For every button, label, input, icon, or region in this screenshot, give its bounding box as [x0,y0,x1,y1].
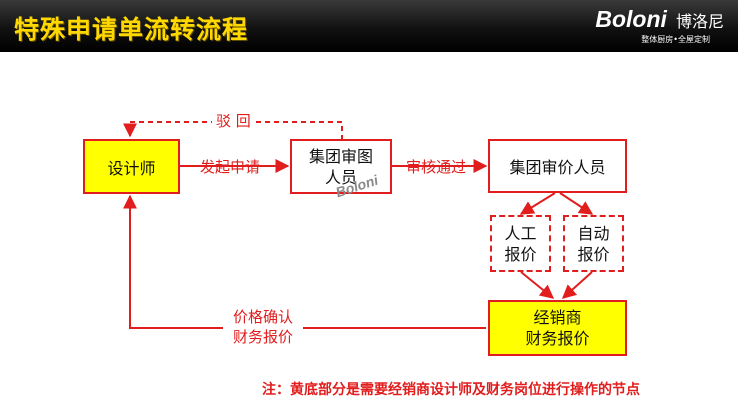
edge-label-reject: 驳 回 [212,110,255,131]
node-auto-quote: 自动 报价 [563,215,624,272]
node-group-price-reviewer: 集团审价人员 [488,139,627,193]
node-group-price-reviewer-label: 集团审价人员 [509,158,606,177]
node-designer-label: 设计师 [107,158,156,178]
node-manual-quote: 人工 报价 [490,215,551,272]
edge-label-approved: 审核通过 [406,158,467,176]
reject-arrow [123,121,343,140]
brand-logo-text: Boloni [595,6,667,32]
header-bar: 特殊申请单流转流程 Boloni 博洛尼 整体厨房•全屋定制 [0,0,738,52]
node-designer: 设计师 [83,139,180,194]
confirm-arrow [123,194,486,329]
to-manual-arrow [519,192,556,215]
node-manual-quote-label: 人工 报价 [504,223,537,264]
node-auto-quote-label: 自动 报价 [577,223,610,264]
node-group-drawing-reviewer: 集团审图 人员 [290,139,392,194]
edge-label-submit: 发起申请 [200,158,261,176]
auto-to-dealer-arrow [561,271,593,299]
manual-to-dealer-arrow [520,271,555,299]
page-title: 特殊申请单流转流程 [14,15,249,44]
brand-logo: Boloni 博洛尼 整体厨房•全屋定制 [595,6,724,45]
node-group-drawing-reviewer-label: 集团审图 人员 [308,146,373,187]
to-auto-arrow [559,192,594,215]
edge-label-confirm: 价格确认 财务报价 [223,307,303,347]
node-dealer-finance-quote-label: 经销商 财务报价 [525,308,590,348]
brand-tagline: 整体厨房•全屋定制 [641,35,710,44]
brand-chinese-name: 博洛尼 [675,12,724,31]
footnote: 注：黄底部分是需要经销商设计师及财务岗位进行操作的节点 [262,382,640,398]
node-dealer-finance-quote: 经销商 财务报价 [488,300,627,356]
